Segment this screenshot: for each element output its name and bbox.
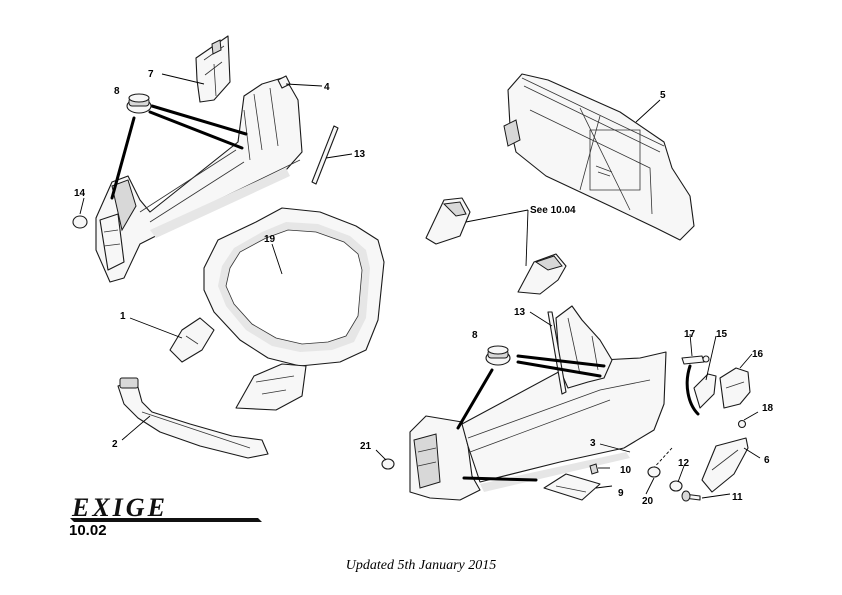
- part-see-ref-block-lower: [517, 253, 567, 295]
- part-8-grommet-left: [126, 93, 152, 114]
- callout-18: 18: [762, 403, 774, 414]
- page-reference-number: 10.02: [69, 522, 107, 539]
- callout-7: 7: [148, 69, 154, 80]
- part-12-washer: [669, 480, 683, 492]
- part-7-upper-trim-panel: [195, 35, 231, 103]
- part-17-fastener: [681, 355, 710, 365]
- part-3-right-sill-assembly: [409, 305, 667, 501]
- part-20-washer: [647, 466, 661, 478]
- callout-20: 20: [642, 496, 654, 507]
- callout-14: 14: [74, 188, 86, 199]
- callout-5: 5: [660, 90, 666, 101]
- seal-line-right-2: [516, 360, 602, 378]
- updated-date-footer: Updated 5th January 2015: [345, 558, 497, 573]
- callout-1: 1: [120, 311, 126, 322]
- callout-10: 10: [620, 465, 632, 476]
- callout-9: 9: [618, 488, 624, 499]
- seal-line-right-4: [462, 476, 538, 482]
- callout-11: 11: [732, 492, 743, 503]
- seal-line-left-3: [110, 116, 136, 200]
- callout-21: 21: [360, 441, 372, 452]
- seal-line-left-1: [150, 104, 248, 136]
- part-18-washer: [737, 419, 747, 429]
- callout-8-right: 8: [472, 330, 478, 341]
- callout-17: 17: [684, 329, 696, 340]
- part-15-seal-strip: [685, 364, 700, 416]
- part-left-sill-assembly: [95, 77, 303, 283]
- callout-15: 15: [716, 329, 728, 340]
- part-13-seal-strip-lower: [547, 311, 567, 395]
- exige-logo-text: EXIGE: [71, 493, 168, 522]
- part-16-cover: [719, 367, 751, 409]
- seal-line-left-2: [148, 110, 244, 150]
- callout-6: 6: [764, 455, 770, 466]
- part-6-light-cover: [701, 437, 749, 493]
- callout-12: 12: [678, 458, 690, 469]
- callout-4: 4: [324, 82, 330, 93]
- callout-19: 19: [264, 234, 276, 245]
- see-reference-label: See 10.04: [530, 205, 576, 216]
- callout-16: 16: [752, 349, 764, 360]
- callout-2: 2: [112, 439, 118, 450]
- part-5-rear-bulkhead: [503, 73, 695, 241]
- part-see-ref-block-upper: [425, 197, 471, 245]
- callout-8-left: 8: [114, 86, 120, 97]
- callout-3: 3: [590, 438, 596, 449]
- part-15-trim-panel: [693, 373, 717, 409]
- part-13-seal-strip-upper: [311, 125, 339, 185]
- seal-line-right-1: [516, 354, 606, 368]
- exige-logo: EXIGE: [70, 493, 262, 522]
- part-10-clip: [589, 463, 599, 475]
- part-21-blanking-plug: [381, 458, 395, 470]
- leader-lines: [79, 73, 761, 499]
- part-1-chassis-tub: [169, 207, 385, 411]
- callout-13-lower: 13: [514, 307, 526, 318]
- part-9-cover-pad: [543, 473, 601, 501]
- part-2-lower-crossmember: [117, 377, 269, 459]
- seal-line-right-3: [456, 368, 494, 430]
- callout-13-upper: 13: [354, 149, 366, 160]
- callout-labels: 1 2 3 4 5 6 7 8 8 9 10 11 12 13 13 14 15…: [74, 69, 774, 507]
- part-11-bolt: [681, 490, 701, 502]
- part-14-blanking-plug: [72, 215, 88, 229]
- part-8-grommet-right: [485, 345, 511, 366]
